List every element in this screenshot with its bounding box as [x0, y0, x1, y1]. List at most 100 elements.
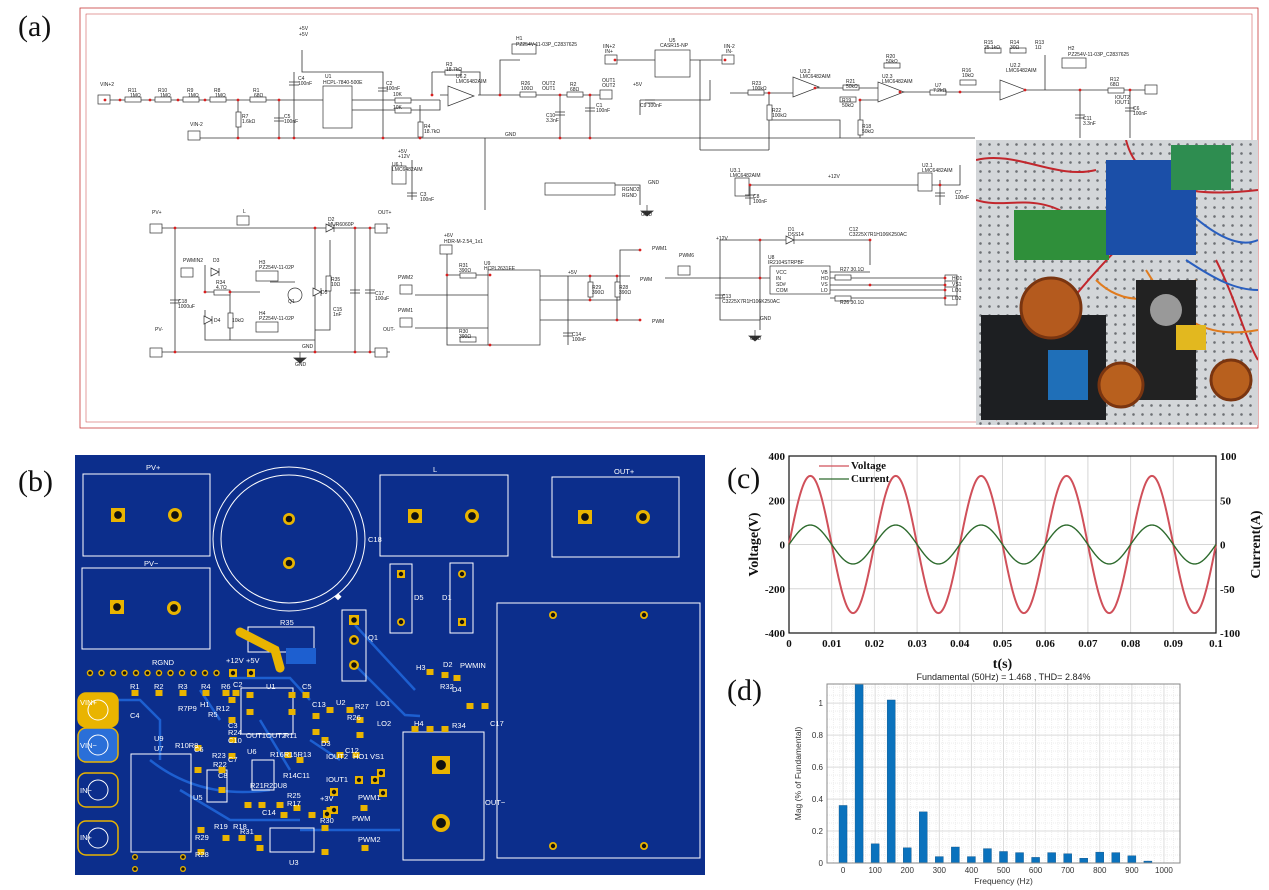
schematic-label: U2.1: [922, 163, 933, 169]
schematic-label: C3225X7R1H106K250AC: [722, 299, 780, 305]
capacitor-symbol: [715, 294, 725, 299]
pcb-drill-hole: [398, 571, 404, 577]
schematic-label: C6: [1133, 106, 1140, 112]
schematic-label: 10kΩ: [232, 318, 244, 324]
schematic-label: PWMIN2: [183, 258, 203, 264]
x-tick-label: 0.01: [822, 638, 841, 650]
pcb-label: U9: [154, 734, 164, 743]
connector-symbol: [374, 223, 388, 234]
pcb-label: R14C11: [283, 771, 310, 780]
pcb-drill-hole: [145, 671, 150, 675]
schematic-label: R19: [842, 98, 851, 104]
y-tick-label: 0.8: [812, 731, 824, 740]
pcb-label: H4: [414, 719, 424, 728]
resistor-symbol: [834, 295, 852, 302]
junction-dot: [1078, 88, 1082, 92]
inductor-coil: [1019, 276, 1083, 340]
schematic-label: OUT2: [602, 83, 616, 89]
schematic-label: GND: [760, 316, 772, 322]
schematic-label: 100nF: [386, 86, 400, 92]
pcb-label: PWM: [352, 814, 370, 823]
relay: [1176, 325, 1206, 350]
resistor-symbol: [587, 281, 594, 298]
schematic-label: HCPL2631EE: [484, 266, 516, 272]
pcb-smd-pad: [411, 726, 419, 732]
schematic-label: OUT+: [378, 210, 392, 216]
schematic-label: 1MΩ: [160, 93, 171, 99]
pcb-smd-pad: [232, 690, 240, 696]
schematic-label: R12: [1110, 77, 1119, 83]
schematic-label: U5: [669, 38, 676, 44]
junction-dot: [723, 58, 727, 62]
x-tick-label: 0.06: [1036, 638, 1056, 650]
schematic-label: 100nF: [284, 119, 298, 125]
junction-dot: [748, 183, 752, 187]
schematic-label: R15: [984, 40, 993, 46]
y-axis-label: Mag (% of Fundamental): [793, 727, 803, 821]
x-tick-label: 700: [1061, 866, 1075, 875]
pcb-drill-hole: [356, 777, 362, 783]
pcb-smd-pad: [293, 805, 301, 811]
junction-dot: [638, 318, 642, 322]
resistor-symbol: [325, 275, 332, 292]
schematic-label: 100Ω: [521, 86, 533, 92]
x-tick-label: 0.04: [950, 638, 970, 650]
connector-symbol: [187, 130, 201, 141]
y-axis-label-left: Voltage(V): [747, 512, 762, 576]
connector-button: [87, 734, 109, 756]
x-tick-label: 0.08: [1121, 638, 1141, 650]
copper-pour: [286, 648, 316, 664]
pcb-label: R16R15R13: [270, 750, 311, 759]
schematic-label: C3225X7R1H106K250AC: [849, 232, 907, 238]
pcb-smd-pad: [426, 669, 434, 675]
pcb-label: PWM1: [358, 793, 381, 802]
resistor-symbol: [566, 91, 584, 98]
pcb-label: PV−: [144, 559, 159, 568]
junction-dot: [430, 93, 434, 97]
pcb-label: R24: [228, 728, 242, 737]
ic-package-symbol: [917, 172, 933, 192]
pcb-label: C8: [218, 771, 228, 780]
schematic-label: 1MΩ: [215, 93, 226, 99]
schematic-label: IOUT2: [1115, 95, 1130, 101]
x-axis-label: t(s): [993, 657, 1013, 672]
pcb-label: LO1: [376, 699, 390, 708]
junction-dot: [588, 136, 592, 140]
x-tick-label: 1000: [1155, 866, 1173, 875]
pcb-label: R3: [178, 682, 188, 691]
junction-dot: [558, 136, 562, 140]
pcb-label: D3: [321, 739, 331, 748]
pcb-label: R35: [280, 618, 294, 627]
schematic-label: R31: [459, 263, 468, 269]
junction-dot: [103, 98, 107, 102]
schematic-junctions: [103, 58, 1132, 354]
igbt-symbol: [287, 287, 303, 303]
schematic-label: LO: [821, 288, 828, 294]
schematic-label: +5V: [398, 149, 408, 155]
connector-footprint: [77, 820, 119, 856]
resistor-symbol: [459, 336, 477, 343]
pcb-smd-pad: [222, 690, 230, 696]
schematic-label: 3.3nF: [546, 118, 559, 124]
pcb-label: R4: [201, 682, 211, 691]
schematic-label: LMC6482AIM: [456, 79, 487, 85]
pcb-drill-hole: [113, 603, 121, 611]
schematic-label: LMC6482AIM: [882, 79, 913, 85]
schematic-label: H3: [259, 260, 266, 266]
pcb-drill-hole: [331, 807, 337, 813]
resistor-symbol: [834, 274, 852, 281]
resistor-symbol: [842, 84, 860, 91]
schematic-label: 68Ω: [1110, 82, 1120, 88]
junction-dot: [236, 136, 240, 140]
pcb-smd-pad: [284, 752, 292, 758]
schematic-label: C8: [753, 194, 760, 200]
schematic-label: 390Ω: [459, 334, 471, 340]
diode-symbol: [312, 287, 322, 297]
schematic-label: R2: [570, 82, 577, 88]
pcb-drill-hole: [351, 617, 357, 623]
schematic-label: Q1: [288, 299, 295, 305]
schematic-label: VCC: [776, 270, 787, 276]
schematic-label: C3: [420, 192, 427, 198]
schematic-label: GND: [750, 336, 762, 342]
